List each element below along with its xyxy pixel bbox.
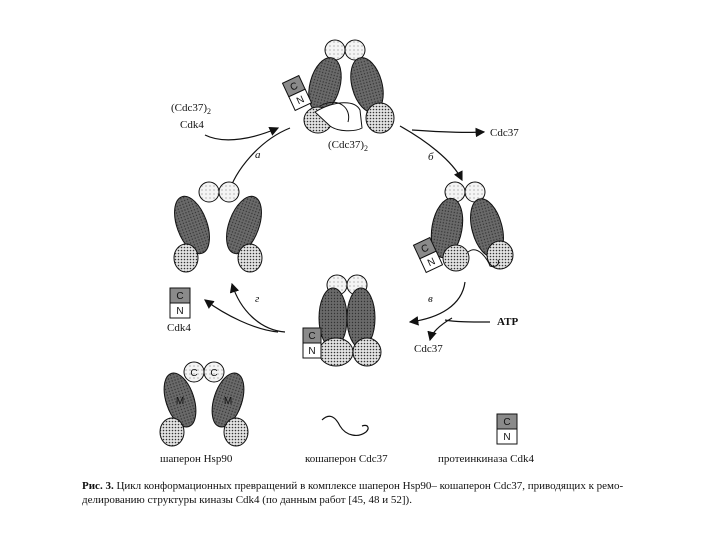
caption-text: Цикл конформационных превращений в компл… — [82, 480, 624, 506]
cdk4-box-top: C N — [281, 74, 313, 112]
cdk4-released: C N — [169, 287, 191, 319]
arrow-step-g — [229, 282, 286, 333]
complex-top: C N — [281, 39, 395, 134]
complex-right: C N — [412, 181, 514, 274]
svg-text:M: M — [176, 396, 184, 407]
svg-text:N: N — [176, 306, 183, 317]
legend-cdk4-box: C N — [496, 413, 518, 445]
legend-cdc37-label: кошаперон Cdc37 — [305, 453, 388, 465]
caption-prefix: Рис. 3. — [82, 480, 114, 492]
label-cdk4-released: Cdk4 — [167, 322, 191, 334]
cdk4-box-right: C N — [412, 236, 444, 274]
legend-hsp90-label: шаперон Hsp90 — [160, 453, 233, 465]
label-atp: ATP — [497, 316, 518, 328]
label-step-v: в — [428, 293, 433, 305]
label-step-a: а — [255, 149, 261, 161]
legend-hsp90: C C M M — [159, 361, 249, 447]
svg-text:C: C — [176, 291, 183, 302]
arrow-cdc37-release-bottom — [427, 317, 453, 342]
hsp90-open-left — [173, 181, 263, 273]
arrow-atp-in — [444, 319, 491, 323]
label-cdk4-input: Cdk4 — [180, 119, 204, 131]
arrow-step-b — [399, 125, 463, 182]
svg-text:C: C — [210, 368, 217, 379]
arrow-cdk4-release — [204, 299, 279, 333]
arrow-step-v — [408, 281, 466, 326]
label-cdc37-under-top: (Cdc37)2 — [328, 139, 368, 153]
svg-text:N: N — [308, 346, 315, 357]
figure-caption: Рис. 3. Цикл конформационных превращений… — [82, 479, 662, 507]
svg-text:C: C — [503, 417, 510, 428]
label-step-b: б — [428, 151, 434, 163]
svg-text:N: N — [295, 94, 306, 107]
svg-text:N: N — [426, 256, 437, 269]
arrow-cdc37-release — [411, 127, 486, 138]
complex-bottom: C N — [302, 274, 382, 367]
arrow-step-a — [227, 127, 291, 196]
svg-text:C: C — [190, 368, 197, 379]
svg-text:C: C — [289, 81, 300, 94]
legend-cdc37-shape — [321, 415, 369, 436]
legend-cdk4-label: протеинкиназа Cdk4 — [438, 453, 535, 465]
svg-text:N: N — [503, 432, 510, 443]
svg-text:M: M — [224, 396, 232, 407]
label-cdc37-dimer: (Cdc37)2 — [171, 102, 211, 116]
label-cdc37-out-bottom: Cdc37 — [414, 343, 443, 355]
label-cdc37-out-top: Cdc37 — [490, 127, 519, 139]
svg-text:C: C — [308, 331, 315, 342]
arrow-step-a-input — [204, 126, 280, 141]
svg-text:C: C — [420, 243, 431, 256]
label-step-g: г — [255, 293, 260, 305]
cdk4-box-bottom: C N — [302, 327, 322, 359]
